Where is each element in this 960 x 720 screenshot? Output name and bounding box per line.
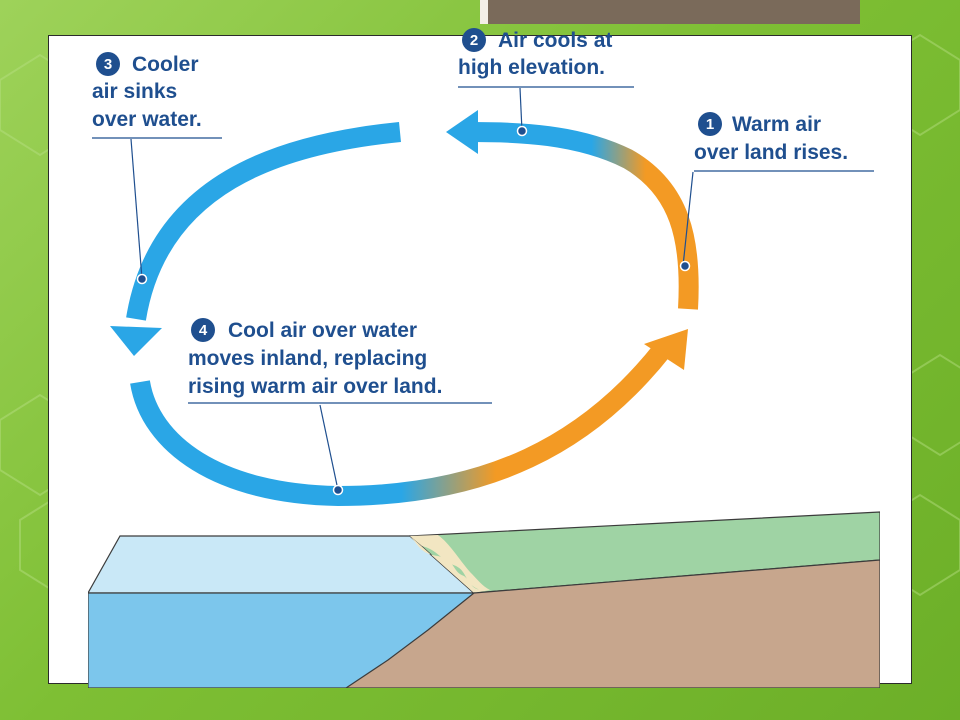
svg-text:2: 2: [470, 32, 478, 49]
step-4-badge: 4: [191, 318, 215, 342]
sea-breeze-diagram: 2 Air cools at high elevation. 1 Warm ai…: [88, 28, 880, 688]
step-3-label: 3 Cooler air sinks over water.: [92, 52, 202, 131]
top-accent-edge: [480, 0, 488, 24]
inland-flow-arrow: [130, 329, 688, 507]
step-2-label: 2 Air cools at high elevation.: [458, 28, 612, 79]
label-underlines: [92, 86, 874, 404]
terrain-block: [88, 511, 880, 688]
step-2-text-line1: Air cools at: [498, 29, 612, 52]
step-1-text-line2: over land rises.: [694, 141, 848, 164]
step-3-text-line1: Cooler: [132, 53, 199, 76]
step-1-text-line1: Warm air: [732, 113, 821, 136]
step-3-badge: 3: [96, 52, 120, 76]
svg-text:4: 4: [199, 322, 208, 339]
step-3-text-line2: air sinks: [92, 80, 177, 103]
step-4-label: 4 Cool air over water moves inland, repl…: [188, 318, 442, 398]
rising-cooling-arrow: [446, 110, 699, 310]
step-1-badge: 1: [698, 112, 722, 136]
beach: [410, 535, 490, 593]
step-4-text-line1: Cool air over water: [228, 319, 417, 342]
step-4-text-line3: rising warm air over land.: [188, 375, 442, 398]
cool-sinking-arrow: [110, 122, 401, 356]
land-surface: [408, 511, 880, 594]
step-2-text-line2: high elevation.: [458, 56, 605, 79]
step-3-text-line3: over water.: [92, 108, 202, 131]
step-2-badge: 2: [462, 28, 486, 52]
svg-text:3: 3: [104, 56, 112, 73]
svg-text:1: 1: [706, 116, 714, 133]
soil-front: [344, 559, 880, 688]
water-surface: [88, 535, 476, 594]
leader-lines: [130, 87, 694, 496]
top-accent-bar: [480, 0, 860, 24]
step-4-text-line2: moves inland, replacing: [188, 347, 427, 370]
step-1-label: 1 Warm air over land rises.: [694, 112, 848, 164]
